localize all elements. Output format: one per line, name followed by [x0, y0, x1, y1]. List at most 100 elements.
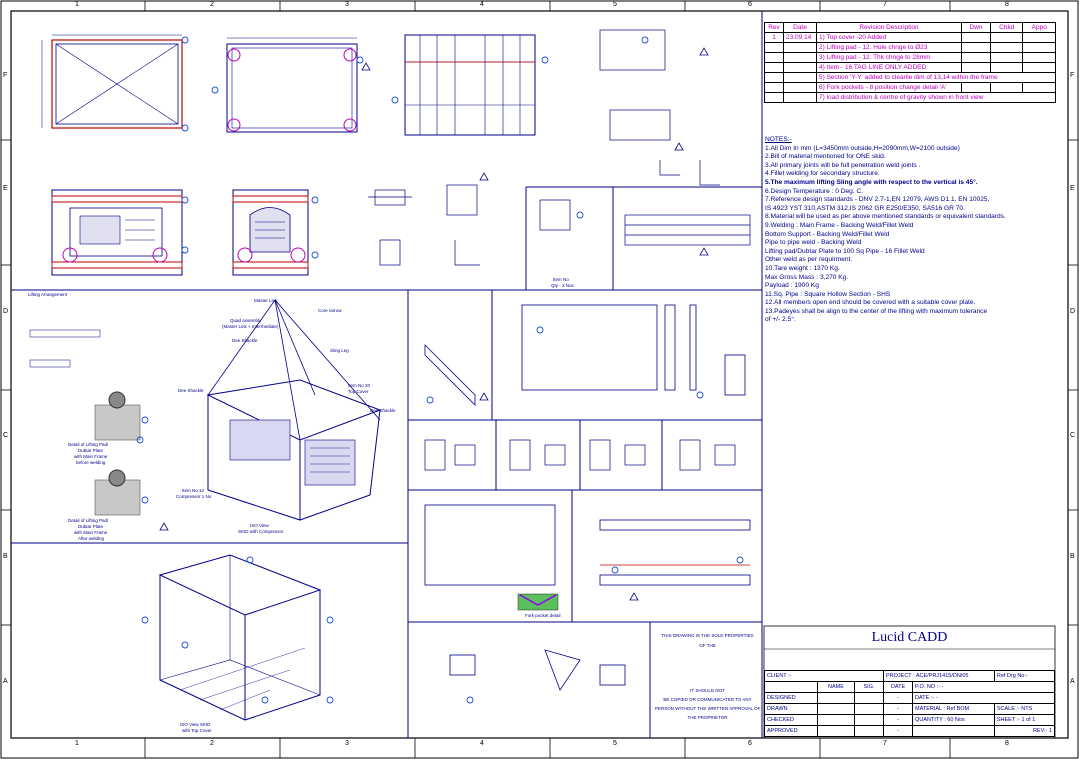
- caption-core-arrow: Core /arrow: [318, 308, 342, 313]
- inner-border: [10, 10, 1069, 739]
- project-field: PROJECT : ACE/PRJ1415/DN/05: [883, 670, 995, 682]
- zone-row-d-right: D: [1070, 308, 1076, 315]
- caption-detail-lifting-pad-2: Detail of Lifting Pad/: [68, 518, 109, 523]
- date-field: DATE :- -: [912, 692, 1055, 704]
- zone-col-5-bottom: 5: [613, 740, 617, 747]
- title-block: CLIENT :- PROJECT : ACE/PRJ1415/DN/05 Re…: [764, 670, 1056, 737]
- rev-header-dwn: Dwn: [961, 22, 991, 33]
- rev-header-description: Revision Description: [816, 22, 962, 33]
- note-line: Payload : 1900 Kg: [765, 282, 819, 290]
- designed-label: DESIGNED: [764, 692, 818, 704]
- scale-field: SCALE :- NTS: [993, 703, 1056, 715]
- note-line: Pipe to pipe weld - Backing Weld: [765, 239, 862, 247]
- col-sig: SIG.: [854, 681, 884, 693]
- revision-triangles: [159, 47, 709, 601]
- quantity-field: QUANTITY : 60 Nos: [912, 714, 995, 726]
- plate-details: [424, 304, 751, 691]
- note-line: 13.Padeyes shall be align to the center …: [765, 307, 988, 315]
- zone-col-3-bottom: 3: [345, 740, 349, 747]
- caption-dee-shackle-2: Dee Shackle: [178, 388, 204, 393]
- col-date: DATE: [883, 681, 913, 693]
- checked-label: CHECKED: [764, 714, 818, 726]
- zone-row-f-right: F: [1070, 72, 1075, 79]
- note-line: IS 4923 YST 310,ASTM 312,IS 2062 GR E250…: [765, 204, 965, 212]
- rev-number: 1: [764, 32, 784, 43]
- zone-row-a: A: [3, 678, 8, 685]
- rev-date: 23.09.14: [783, 32, 817, 43]
- client-field: CLIENT :-: [764, 670, 884, 682]
- company-name: Lucid CADD: [871, 630, 948, 645]
- section-details-row: [424, 439, 736, 471]
- zone-col-2-bottom: 2: [210, 740, 214, 747]
- zone-col-7-bottom: 7: [883, 740, 887, 747]
- caption-with-top-cover: with Top Cover: [182, 728, 212, 733]
- revision-table: Rev Date Revision Description Dwn Chkd A…: [764, 22, 1056, 103]
- zone-col-4-bottom: 4: [480, 740, 484, 747]
- note-line: 5.The maximum lifting Sling angle with r…: [765, 178, 978, 186]
- frame-plan-drawing: [226, 37, 358, 133]
- material-field: MATERIAL : Ref BOM: [912, 703, 995, 715]
- rev-item: 4) Item - 16 TAG LINE ONLY ADDED: [816, 62, 962, 73]
- caption-dubtar-plate: Dubtar Plate: [78, 448, 104, 453]
- caption-item-10: Item No 10: [182, 488, 205, 493]
- note-line: 3.All primary joints will be full penetr…: [765, 161, 921, 169]
- zone-col-4: 4: [480, 1, 484, 8]
- side-view-drawing: [232, 189, 309, 276]
- zone-row-e: E: [3, 185, 8, 192]
- note-line: 6.Design Temperature : 0 Deg. C.: [765, 187, 864, 195]
- note-line: of +/- 2.5°.: [765, 316, 796, 324]
- drawn-label: DRAWN: [764, 703, 818, 715]
- general-notes: NOTES:- 1.All Dim In mm (L=3450mm outsid…: [765, 136, 1055, 325]
- caption-sling-leg: Sling Leg: [330, 348, 349, 353]
- zone-col-1-bottom: 1: [75, 740, 79, 747]
- ref-drg-field: Ref Drg No:-: [993, 670, 1056, 682]
- rev-item: 2) Lifting pad - 12. Hole chnge to Ø23: [816, 42, 962, 53]
- rev-item: 7) load distribution & centre of gravity…: [816, 92, 1056, 103]
- zone-col-8: 8: [1005, 1, 1009, 8]
- caption-after-welding: After welding: [78, 536, 105, 541]
- caption-dubtar-plate-2: Dubtar Plate: [78, 524, 104, 529]
- property-line-6: THE PROPRIETOR: [687, 715, 728, 720]
- note-line: Lifting pad/Dubtar Plate to 100 Sq Pipe …: [765, 247, 925, 255]
- note-line: 7.Reference design standards - DNV 2.7-1…: [765, 196, 990, 204]
- caption-dee-shackle: Dee Shackle: [232, 338, 258, 343]
- top-view-drawing: [41, 34, 183, 129]
- po-no-field: P.O. NO :- -: [912, 681, 1055, 693]
- property-line-1: THIS DRAWING IS THE SOLE PROPERTIES: [661, 633, 754, 638]
- note-line: Bottom Support - Backing Weld/Fillet Wel…: [765, 230, 890, 238]
- zone-row-e-right: E: [1070, 185, 1075, 192]
- note-line: 8.Material will be used as per above men…: [765, 213, 1006, 221]
- note-line: 1.All Dim In mm (L=3450mm outside,H=2090…: [765, 144, 960, 152]
- caption-with-main-frame-2: with Main Frame: [74, 530, 108, 535]
- checked-date: -: [883, 714, 913, 726]
- caption-item-no: Item No: [553, 277, 569, 282]
- designed-date: -: [883, 692, 913, 704]
- caption-skid-with-compressor: SKID with Compressor: [238, 529, 284, 534]
- rev-field: REV:- 1: [993, 725, 1056, 737]
- zone-row-f: F: [3, 72, 8, 79]
- sheet-field: SHEET :- 1 of 1: [993, 714, 1056, 726]
- notes-list: 1.All Dim In mm (L=3450mm outside,H=2090…: [765, 145, 1055, 325]
- rev-item: 3) Lifting pad - 12. Thk chnge to 28mm: [816, 52, 962, 63]
- note-line: 2.Bill of material mentioned for ONE ski…: [765, 153, 886, 161]
- property-line-3: IT SHOULD NOT: [690, 688, 725, 693]
- caption-with-main-frame: with Main Frame: [74, 454, 108, 459]
- zone-row-d: D: [3, 308, 9, 315]
- zone-col-6-bottom: 6: [748, 740, 752, 747]
- drawn-date: -: [883, 703, 913, 715]
- rev-header-date: Date: [783, 22, 817, 33]
- caption-qty: Qty - 2 Nos: [551, 283, 574, 288]
- property-line-5: PERSON WITHOUT THE WRITTEN APPROVAL OF: [655, 706, 761, 711]
- caption-master-link-intermediate: (Master Link + Intermediate): [222, 324, 279, 329]
- caption-compressor: Compressor 1 No: [176, 494, 212, 499]
- caption-iso-view-skid: ISO View SKID: [180, 722, 211, 727]
- property-line-4: BE COPIED OR COMMUNICATED TO ANY: [663, 697, 752, 702]
- panel-dividers: [11, 11, 763, 738]
- caption-item-20: Item No 20: [348, 383, 371, 388]
- property-line-2: OF THE: [699, 643, 716, 648]
- rev-header-chkd: Chkd: [989, 22, 1024, 33]
- caption-lifting-arrangement: Lifting Arrangement: [28, 292, 68, 297]
- zone-row-b-right: B: [1070, 553, 1075, 560]
